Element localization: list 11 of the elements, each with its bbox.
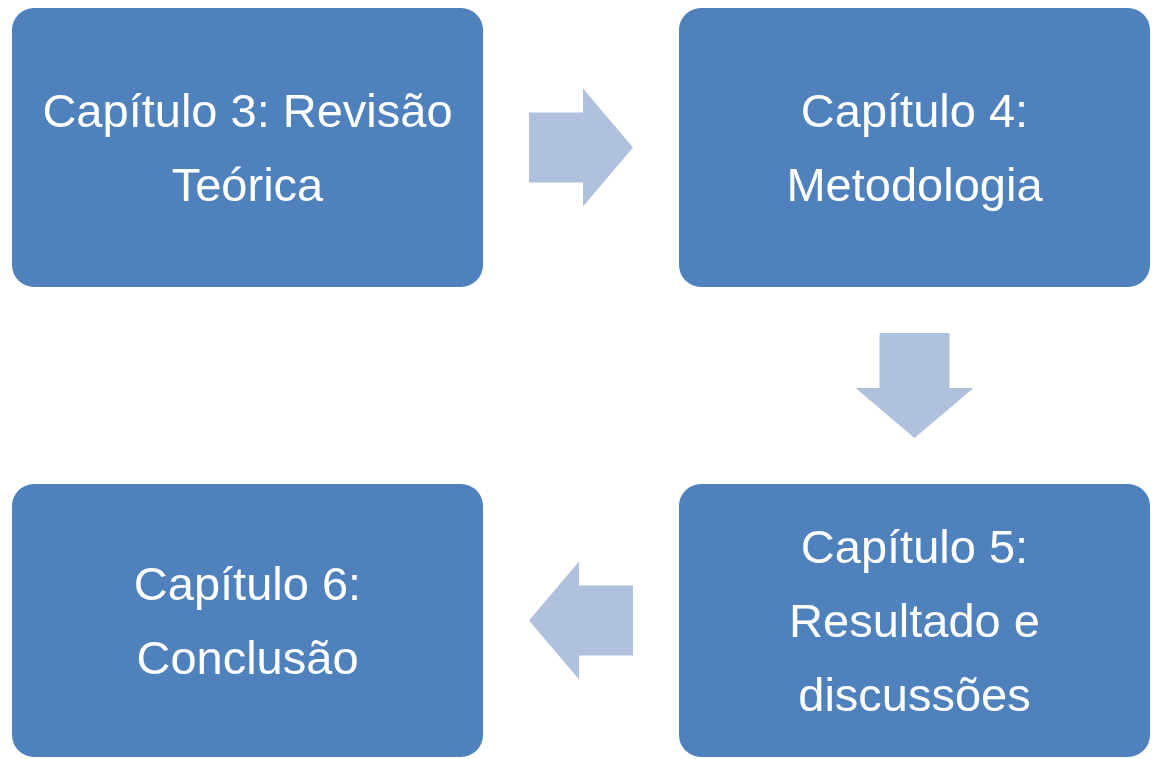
block-arrow [855,333,974,438]
box-label: Capítulo 5: Resultado e discussões [788,518,1041,723]
chapter-box [12,8,483,287]
box-label: Capítulo 4: Metodologia [785,82,1044,213]
block-arrow [529,88,633,207]
chapter-box [12,484,483,757]
box-label: Capítulo 6: Conclusão [132,555,363,686]
box-label: Capítulo 3: Revisão Teórica [41,82,454,213]
chapter-box [679,484,1150,757]
block-arrow [529,561,633,680]
chapter-box [679,8,1150,287]
